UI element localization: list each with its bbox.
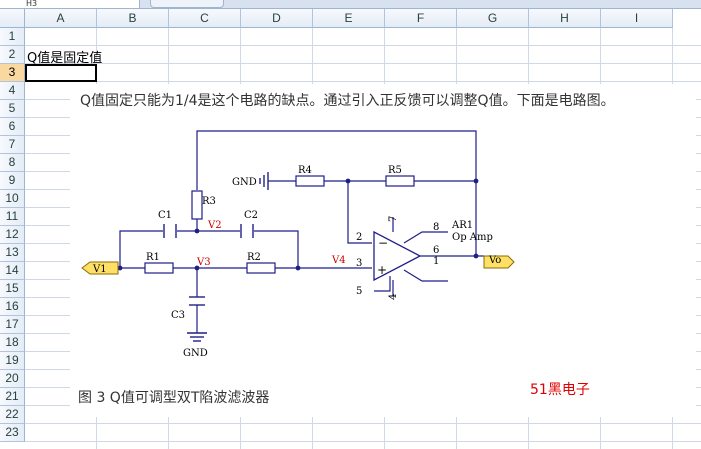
label-opamp: Op Amp [452, 232, 493, 243]
row-header-19[interactable]: 19 [0, 352, 25, 370]
label-r4: R4 [298, 165, 312, 176]
row-header-9[interactable]: 9 [0, 172, 25, 190]
label-v4: V4 [331, 255, 346, 266]
junction-dots [117, 178, 479, 271]
resistor-r1 [144, 262, 174, 274]
row-header-23[interactable]: 23 [0, 424, 25, 442]
port-v1-icon [81, 261, 119, 275]
label-gnd-bottom: GND [183, 348, 208, 359]
label-pin1: 1 [433, 256, 439, 267]
row-header-12[interactable]: 12 [0, 226, 25, 244]
formula-bar: H3 [0, 0, 701, 9]
row-header-3[interactable]: 3 [0, 64, 25, 82]
label-minus: − [378, 236, 388, 250]
label-pin5: 5 [356, 286, 362, 297]
row-header-8[interactable]: 8 [0, 154, 25, 172]
picture-description: Q值固定只能为1/4是这个电路的缺点。通过引入正反馈可以调整Q值。下面是电路图。 [80, 93, 615, 109]
formula-tab[interactable] [150, 0, 224, 8]
row-header-10[interactable]: 10 [0, 190, 25, 208]
label-r2: R2 [247, 252, 261, 263]
column-header-h[interactable]: H [529, 9, 601, 28]
row-header-21[interactable]: 21 [0, 388, 25, 406]
label-r1: R1 [146, 252, 160, 263]
label-pin6: 6 [433, 245, 439, 256]
label-r5: R5 [388, 165, 402, 176]
column-header-f[interactable]: F [385, 9, 457, 28]
row-header-7[interactable]: 7 [0, 136, 25, 154]
row-header-22[interactable]: 22 [0, 406, 25, 424]
label-v3: V3 [196, 257, 211, 268]
label-pin7: 7 [388, 216, 399, 222]
column-header-d[interactable]: D [241, 9, 313, 28]
label-vo: Vo [488, 255, 501, 266]
label-ar1: AR1 [451, 220, 473, 231]
row-header-13[interactable]: 13 [0, 244, 25, 262]
label-pin3: 3 [356, 258, 362, 269]
select-all-corner[interactable] [0, 9, 25, 28]
label-pin4: 4 [388, 294, 399, 300]
resistor-r2 [246, 262, 276, 274]
label-pin8: 8 [433, 222, 439, 233]
name-box[interactable]: H3 [0, 0, 140, 8]
opamp-triangle-icon [373, 230, 422, 282]
row-header-5[interactable]: 5 [0, 100, 25, 118]
resistor-r4 [295, 175, 325, 187]
row-header-16[interactable]: 16 [0, 298, 25, 316]
label-v2: V2 [207, 220, 222, 231]
label-r3: R3 [202, 196, 216, 207]
label-plus: + [377, 263, 387, 277]
brand-watermark: 51黑电子 [530, 382, 590, 398]
wires [90, 130, 484, 333]
figure-caption: 图 3 Q值可调型双T陷波滤波器 [78, 390, 270, 406]
row-header-4[interactable]: 4 [0, 82, 25, 100]
row-header-18[interactable]: 18 [0, 334, 25, 352]
column-header-b[interactable]: B [97, 9, 169, 28]
ground-symbols [187, 172, 269, 342]
label-c1: C1 [158, 210, 172, 221]
column-header-c[interactable]: C [169, 9, 241, 28]
column-header-i[interactable]: I [601, 9, 673, 28]
row-header-14[interactable]: 14 [0, 262, 25, 280]
label-gnd-top: GND [232, 177, 257, 188]
row-header-1[interactable]: 1 [0, 28, 25, 46]
resistor-r3 [191, 190, 203, 220]
label-c3: C3 [171, 310, 185, 321]
cell-a2[interactable]: Q值是固定值 [27, 51, 103, 66]
label-pin2: 2 [356, 232, 362, 243]
row-header-17[interactable]: 17 [0, 316, 25, 334]
row-header-2[interactable]: 2 [0, 46, 25, 64]
row-header-6[interactable]: 6 [0, 118, 25, 136]
column-header-g[interactable]: G [457, 9, 529, 28]
column-header-e[interactable]: E [313, 9, 385, 28]
row-header-11[interactable]: 11 [0, 208, 25, 226]
active-cell-indicator[interactable] [25, 64, 97, 82]
column-header-a[interactable]: A [25, 9, 97, 28]
capacitors [163, 224, 254, 306]
port-vo-icon [483, 255, 515, 269]
row-header-15[interactable]: 15 [0, 280, 25, 298]
label-v1: V1 [92, 264, 107, 275]
resistor-r5 [385, 175, 415, 187]
row-header-20[interactable]: 20 [0, 370, 25, 388]
label-c2: C2 [244, 210, 258, 221]
